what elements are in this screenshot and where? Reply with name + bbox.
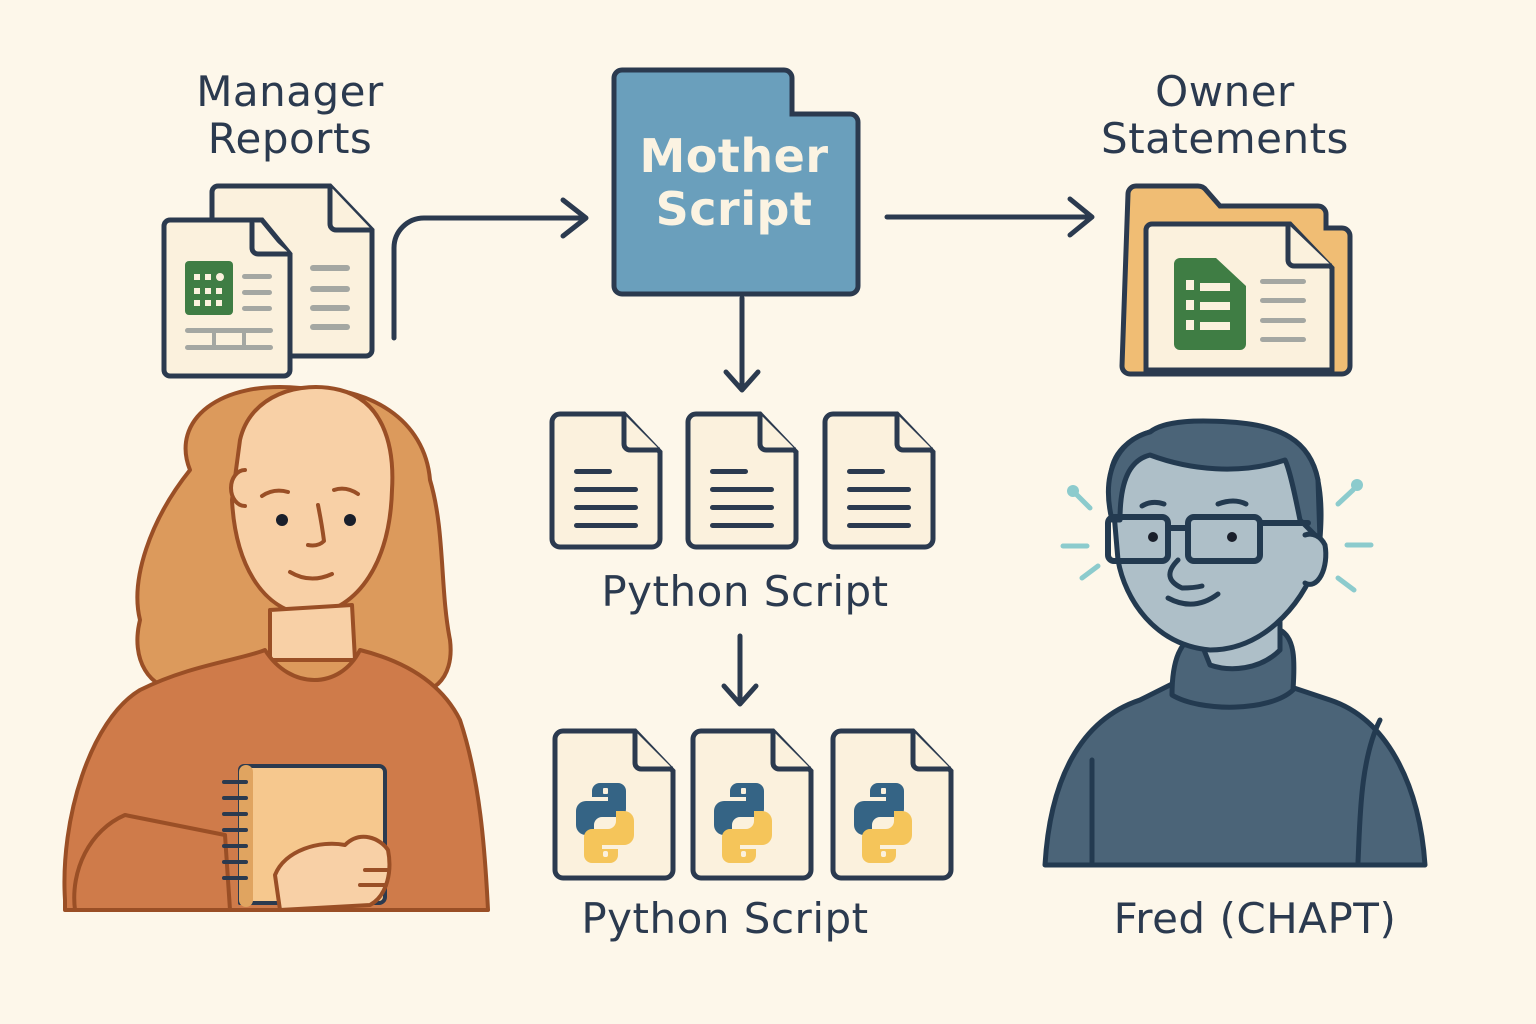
text-doc-icon <box>685 411 799 550</box>
python-script-label-2: Python Script <box>581 894 869 943</box>
text-doc-icon <box>549 411 663 550</box>
mother-script-label: Mother Script <box>614 130 854 236</box>
face <box>230 385 395 617</box>
arrow-mother-to-owner <box>884 196 1095 238</box>
hair <box>1105 418 1323 543</box>
eye <box>276 514 288 526</box>
notebook-spiral <box>222 780 248 880</box>
eye <box>1148 532 1158 542</box>
mother-script-node <box>611 67 861 297</box>
sparkle-lines <box>1060 479 1374 593</box>
glasses-icon <box>1105 514 1171 564</box>
eye <box>344 514 356 526</box>
mother-label-line2: Script <box>655 181 813 236</box>
python-script-label-1: Python Script <box>601 567 889 616</box>
manager-reports-icon <box>161 183 375 379</box>
arrow-text-to-python <box>721 633 759 707</box>
python-file-icon <box>830 728 954 881</box>
text-doc-icon <box>822 411 936 550</box>
owner-statements-icon <box>1119 183 1353 377</box>
arrow-manager-to-mother <box>391 197 589 341</box>
mother-label-line1: Mother <box>639 129 829 183</box>
python-file-icon <box>552 728 676 881</box>
python-file-icon <box>690 728 814 881</box>
woman-illustration <box>62 385 490 912</box>
man-illustration <box>1042 418 1428 868</box>
fred-label: Fred (CHAPT) <box>1113 894 1397 943</box>
arrow-mother-to-python <box>723 295 761 393</box>
hand <box>273 834 392 912</box>
eye <box>1227 532 1237 542</box>
